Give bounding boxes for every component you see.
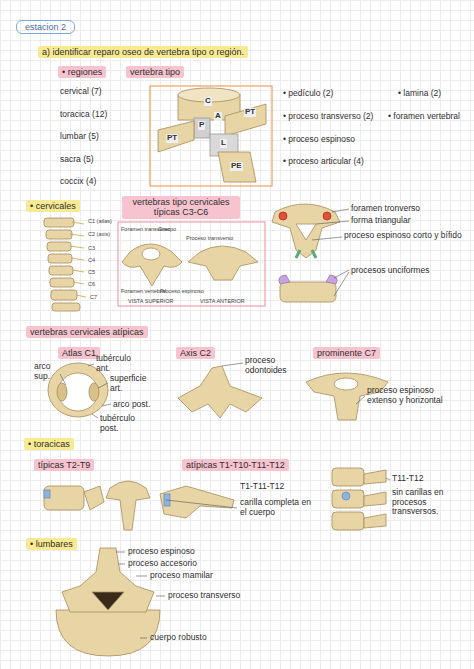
note-text: arco post. (113, 400, 150, 410)
note-text: • proceso articular (4) (283, 157, 364, 167)
heading-band: • regiones (58, 66, 106, 78)
heading-band: vertebras tipo cervicales típicas C3-C6 (122, 196, 240, 219)
note-text: • foramen vertebral (388, 112, 460, 122)
heading-text: Axis C2 (180, 348, 211, 358)
part-letter: C (204, 97, 212, 106)
figure-caption: C7 (90, 294, 97, 300)
heading-text: vertebra tipo (130, 67, 180, 77)
heading-band: prominente C7 (313, 347, 380, 359)
heading-text: vertebras tipo cervicales típicas C3-C6 (126, 197, 236, 218)
heading-text: • regiones (62, 67, 102, 77)
note-text: lumbar (5) (60, 132, 99, 142)
note-text: toracica (12) (60, 110, 107, 120)
part-letter: PE (230, 162, 243, 171)
heading-band: • toracicas (24, 438, 74, 450)
note-text: • proceso transverso (2) (283, 112, 373, 122)
heading-text: Atlas C1 (62, 348, 96, 358)
note-text: arco sup. (34, 362, 60, 381)
figure-caption: VISTA ANTERIOR (200, 298, 245, 304)
note-text: • proceso espinoso (283, 135, 355, 145)
note-text: proceso transverso (168, 591, 240, 601)
note-text: procesos unciformes (351, 266, 429, 276)
note-text: tubérculo post. (100, 414, 144, 433)
heading-text: estacion 2 (25, 22, 66, 32)
note-text: proceso espinoso corto y bífido (344, 231, 464, 241)
heading-band: estacion 2 (16, 20, 75, 34)
note-text: superficie art. (110, 374, 152, 393)
heading-band: • cervicales (26, 200, 80, 212)
heading-band: a) identificar reparo oseo de vertebra t… (38, 46, 248, 58)
heading-band: vertebras cervicales atípicas (26, 326, 148, 338)
heading-band: Axis C2 (176, 347, 215, 359)
figure-caption: C1 (atlas) (88, 218, 112, 224)
note-text: • pedículo (2) (283, 89, 333, 99)
figure-caption: C6 (88, 281, 95, 287)
heading-text: • cervicales (30, 201, 76, 211)
heading-band: Atlas C1 (58, 347, 100, 359)
note-text: T11-T12 (392, 474, 424, 484)
figure-caption: C5 (88, 269, 95, 275)
note-text: coccix (4) (60, 177, 96, 187)
note-text: proceso mamilar (150, 571, 213, 581)
note-text: proceso accesorio (128, 559, 197, 569)
note-text: carilla completa en el cuerpo (240, 498, 316, 517)
note-text: proceso espinoso (128, 547, 195, 557)
note-text: proceso espinoso extenso y horizontal (367, 386, 457, 405)
heading-text: prominente C7 (317, 348, 376, 358)
figure-caption: C3 (88, 245, 95, 251)
note-text: T1-T11-T12 (240, 482, 284, 492)
note-text: cervical (7) (60, 87, 102, 97)
note-text: proceso odontoides (245, 356, 297, 375)
figure-caption: Foramen vertebral (121, 288, 166, 294)
heading-band: atípicas T1-T10-T11-T12 (182, 459, 289, 471)
heading-text: atípicas T1-T10-T11-T12 (186, 460, 285, 470)
note-text: foramen tronverso (351, 204, 420, 214)
part-letter: A (214, 112, 222, 121)
part-letter: PT (244, 108, 256, 117)
heading-text: a) identificar reparo oseo de vertebra t… (42, 47, 244, 57)
figure-caption: C4 (88, 257, 95, 263)
note-text: forma triangular (351, 216, 411, 226)
heading-band: vertebra tipo (126, 66, 184, 78)
heading-text: • toracicas (28, 439, 70, 449)
note-text: sacra (5) (60, 155, 94, 165)
heading-text: • lumbares (30, 539, 73, 549)
note-text: tubérculo ant. (96, 354, 138, 373)
heading-band: • lumbares (26, 538, 77, 550)
figure-caption: C2 (axis) (88, 231, 110, 237)
heading-band: típicas T2-T9 (34, 459, 94, 471)
figure-caption: Proceso espinoso (160, 288, 204, 294)
heading-text: vertebras cervicales atípicas (30, 327, 144, 337)
part-letter: P (198, 121, 205, 130)
note-text: sin carillas en procesos transversos. (392, 488, 470, 517)
note-text: cuerpo robusto (150, 633, 207, 643)
note-text: • lamina (2) (398, 89, 441, 99)
part-letter: L (220, 139, 227, 148)
heading-text: típicas T2-T9 (38, 460, 90, 470)
part-letter: PT (166, 134, 178, 143)
figure-caption: Proceso transverso (186, 235, 233, 241)
figure-caption: VISTA SUPERIOR (128, 298, 173, 304)
figure-caption: Cuerpo (158, 226, 176, 232)
